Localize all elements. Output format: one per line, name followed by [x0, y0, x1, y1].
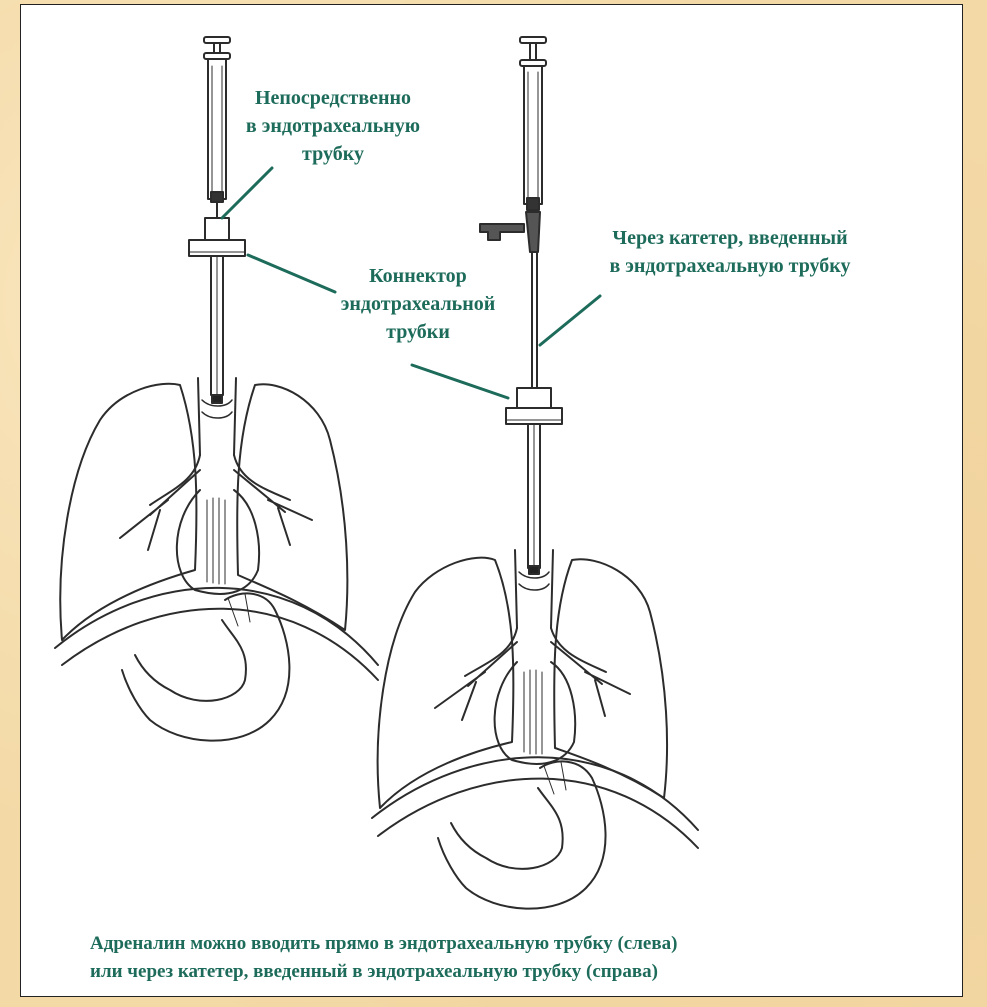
label-connector: Коннектор эндотрахеальной трубки [308, 262, 528, 346]
left-lungs [55, 378, 378, 741]
label-catheter: Через катетер, введенный в эндотрахеальн… [560, 224, 900, 280]
callout-direct-line [222, 168, 272, 218]
right-connector [506, 388, 562, 424]
label-catheter-line-2: в эндотрахеальную трубку [560, 252, 900, 280]
label-connector-line-1: Коннектор [308, 262, 528, 290]
figure-caption: Адреналин можно вводить прямо в эндотрах… [90, 930, 910, 986]
label-connector-line-2: эндотрахеальной [308, 290, 528, 318]
label-direct: Непосредственно в эндотрахеальную трубку [228, 84, 438, 168]
label-connector-line-3: трубки [308, 318, 528, 346]
left-connector [189, 218, 245, 256]
right-tube [528, 424, 540, 574]
label-direct-line-1: Непосредственно [228, 84, 438, 112]
caption-line-2: или через катетер, введенный в эндотрахе… [90, 958, 910, 986]
callout-connector-line-right [412, 365, 508, 398]
caption-line-1: Адреналин можно вводить прямо в эндотрах… [90, 930, 910, 958]
left-syringe [204, 37, 230, 218]
label-direct-line-3: трубку [228, 140, 438, 168]
label-catheter-line-1: Через катетер, введенный [560, 224, 900, 252]
callout-catheter-line [540, 296, 600, 345]
right-syringe [480, 37, 546, 252]
right-lungs [372, 550, 698, 909]
right-catheter [532, 252, 537, 388]
left-tube [211, 256, 223, 403]
label-direct-line-2: в эндотрахеальную [228, 112, 438, 140]
